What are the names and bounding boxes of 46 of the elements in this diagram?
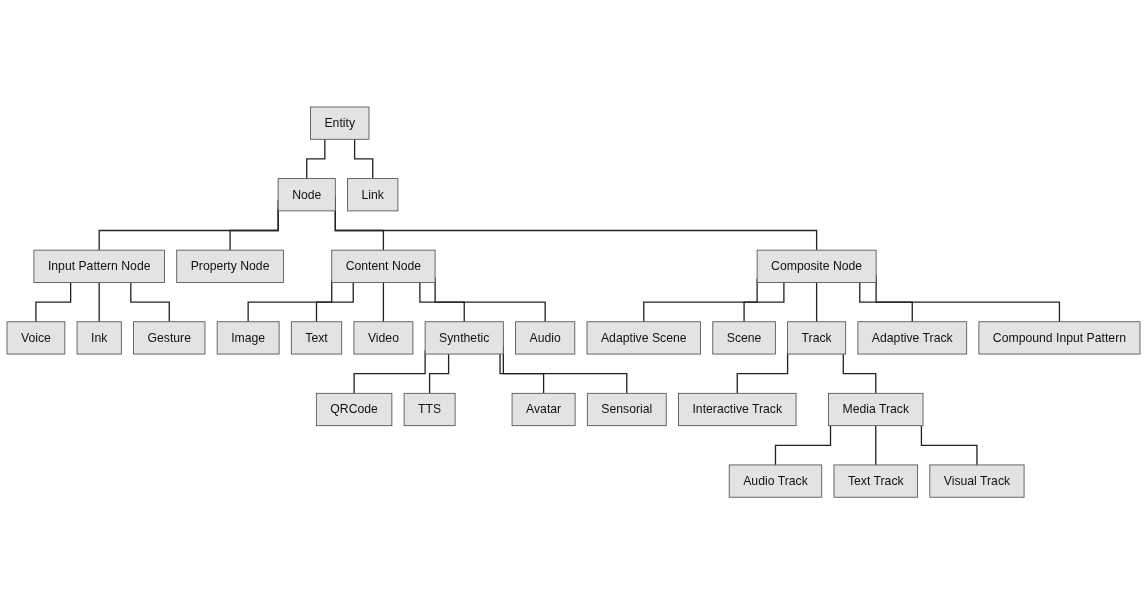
node-box: Gesture <box>133 321 206 355</box>
node-box: Link <box>347 178 399 212</box>
connector <box>920 424 978 466</box>
node-box: Property Node <box>176 249 284 283</box>
node-box: Adaptive Scene <box>586 321 701 355</box>
node-box: Track <box>787 321 847 355</box>
node-box: Node <box>277 178 336 212</box>
node-box: Compound Input Pattern <box>978 321 1141 355</box>
node-box: Ink <box>76 321 122 355</box>
node-box: Content Node <box>331 249 436 283</box>
node-box: Video <box>353 321 414 355</box>
node-box: Audio <box>515 321 576 355</box>
connector <box>130 281 170 323</box>
connector <box>306 138 326 180</box>
connector <box>743 281 785 323</box>
connector <box>35 281 72 323</box>
node-box: Composite Node <box>756 249 877 283</box>
node-box: Audio Track <box>728 464 823 498</box>
node-box: Text <box>290 321 343 355</box>
node-box: Image <box>216 321 280 355</box>
connector <box>499 353 545 394</box>
node-box: Entity <box>310 106 370 140</box>
node-box: Avatar <box>511 392 576 426</box>
node-box: Synthetic <box>424 321 504 355</box>
node-box: QRCode <box>315 392 393 426</box>
node-box: Visual Track <box>929 464 1025 498</box>
connector <box>428 353 450 394</box>
node-box: Text Track <box>833 464 918 498</box>
node-box: Adaptive Track <box>857 321 968 355</box>
node-box: Scene <box>712 321 776 355</box>
node-box: Sensorial <box>586 392 667 426</box>
node-box: Input Pattern Node <box>33 249 165 283</box>
connector <box>98 281 100 323</box>
connector <box>859 281 913 323</box>
node-box: Media Track <box>828 392 924 426</box>
connector <box>315 281 354 323</box>
node-box: TTS <box>403 392 456 426</box>
connector <box>842 353 877 394</box>
connector <box>774 424 832 466</box>
connector <box>353 138 374 180</box>
node-box: Voice <box>6 321 66 355</box>
node-box: Interactive Track <box>678 392 797 426</box>
connector <box>875 424 877 466</box>
connector <box>419 281 465 323</box>
connector <box>382 281 385 323</box>
connector <box>815 281 818 323</box>
